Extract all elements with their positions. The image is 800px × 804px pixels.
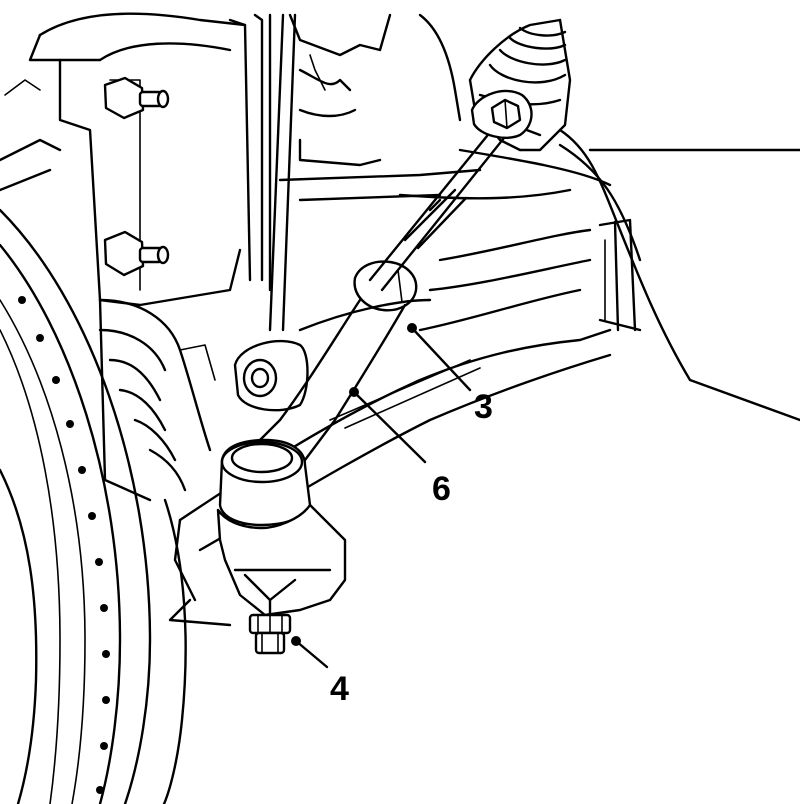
callout-6-label: 6 [432, 470, 451, 508]
callout-4-leader [291, 636, 329, 669]
strut-upper-bolt [103, 76, 170, 120]
stabilizer-link [233, 13, 309, 412]
callout-3-label: 3 [474, 388, 493, 426]
upper-bracket [278, 13, 482, 202]
tie-rod-end [216, 438, 347, 655]
strut-lower-bolt [103, 230, 170, 277]
cv-joint-boot [98, 298, 216, 502]
callout-3-leader [407, 323, 472, 392]
callout-6-leader [349, 387, 427, 464]
subframe [398, 128, 800, 422]
brake-disc-vent-holes [18, 296, 110, 794]
callout-4-label: 4 [330, 670, 349, 708]
brake-disc [0, 208, 187, 804]
tie-rod [253, 89, 533, 462]
